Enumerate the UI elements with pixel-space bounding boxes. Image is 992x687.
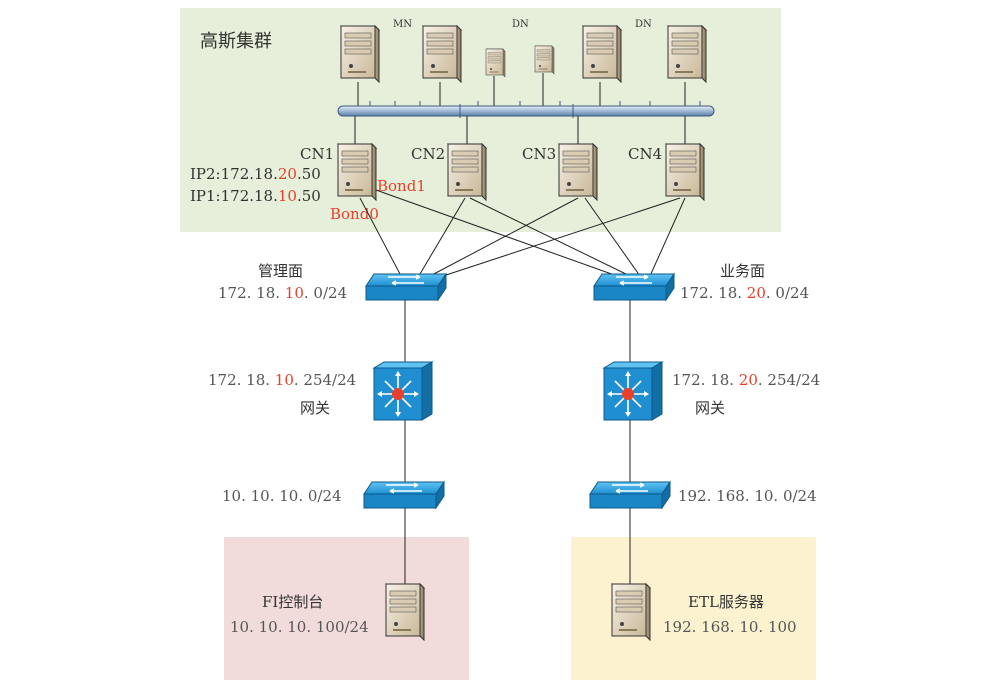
mn-server-icon-1 [340,25,380,83]
service-switch-icon [593,273,675,301]
console-server-icon [385,583,425,641]
console-region [224,537,469,680]
cn1-server-icon [337,143,377,201]
cn3-server-icon [558,143,598,201]
ip1-label: IP1:172.18.10.50 [190,187,321,205]
cn-to-switch-links [359,189,686,279]
bus-ticks [369,101,701,118]
top-server-drops [357,73,686,106]
cn2-server-icon [447,143,487,201]
service-subnet: 172. 18. 20. 0/24 [680,284,809,302]
cn4-label: CN4 [628,145,662,163]
service-gateway-ip: 172. 18. 20. 254/24 [672,371,820,389]
ip2-label: IP2:172.18.20.50 [190,165,321,183]
cluster-bus [337,105,715,117]
service-lower-switch-icon [589,481,671,509]
dn-server-icon-2 [667,25,707,83]
console-name: FI控制台 [262,593,323,611]
dn-label-2: DN [635,19,652,30]
mgmt-subnet: 172. 18. 10. 0/24 [218,284,347,302]
mgmt-switch-icon [365,273,447,301]
vertical-links [404,300,631,585]
mn-server-icon-2 [422,25,462,83]
etl-ip: 192. 168. 10. 100 [663,618,797,636]
dn-server-icon-1 [582,25,622,83]
mgmt-lower-subnet: 10. 10. 10. 0/24 [222,487,342,505]
console-ip: 10. 10. 10. 100/24 [230,618,369,636]
cn3-label: CN3 [522,145,556,163]
mgmt-gateway-label: 网关 [300,399,330,417]
dn-small-server-icon-1 [485,48,506,78]
mgmt-lower-switch-icon [363,481,445,509]
etl-name: ETL服务器 [688,593,764,611]
dn-label-1: DN [512,19,529,30]
service-gateway-icon [603,361,663,421]
mgmt-gateway-icon [373,361,433,421]
dn-small-server-icon-2 [534,45,555,75]
bond1-label: Bond1 [377,177,426,195]
cn2-label: CN2 [411,145,445,163]
mn-label: MN [393,19,412,30]
service-gateway-label: 网关 [695,399,725,417]
cluster-title: 高斯集群 [200,31,272,52]
etl-server-icon [611,583,651,641]
cn4-server-icon [665,143,705,201]
cn-drops [354,116,686,145]
service-lower-subnet: 192. 168. 10. 0/24 [678,487,817,505]
mgmt-name: 管理面 [258,262,303,280]
mgmt-gateway-ip: 172. 18. 10. 254/24 [208,371,356,389]
service-name: 业务面 [720,262,765,280]
bond0-label: Bond0 [330,205,379,223]
cn1-label: CN1 [300,145,334,163]
